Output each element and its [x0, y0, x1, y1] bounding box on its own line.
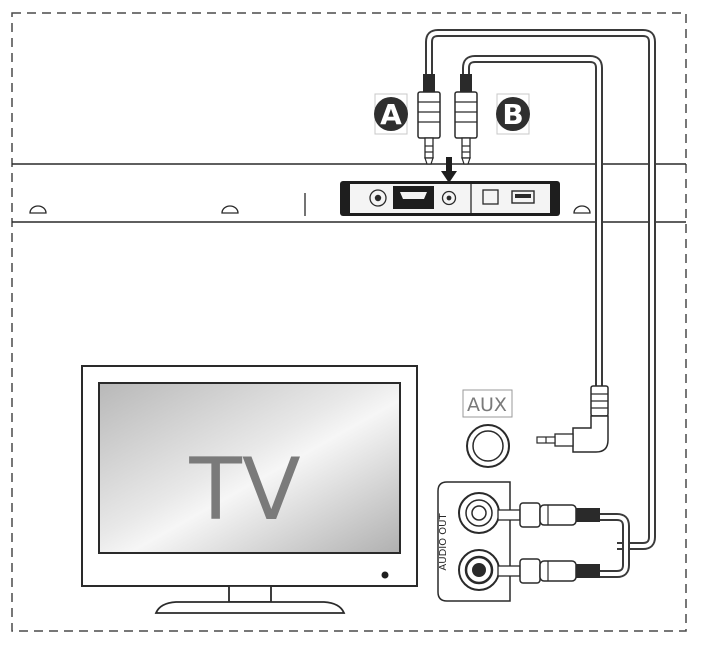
aux-label: AUX: [467, 394, 507, 416]
cable-b-inner: [464, 57, 601, 394]
aux-jack: [441, 190, 457, 206]
badge-b: B: [496, 93, 530, 135]
foot-left: [29, 205, 47, 214]
rca-y-cable-inner: [600, 515, 628, 576]
foot-middle: [221, 205, 239, 214]
connector-panel: [340, 181, 560, 216]
plug-b: [454, 74, 478, 165]
aux-input: AUX: [462, 389, 513, 468]
cable-a-inner: [427, 31, 654, 548]
insert-arrow-icon: [441, 157, 457, 183]
badge-b-label: B: [502, 98, 523, 131]
rca-y-cable-outer: [600, 513, 630, 578]
plug-a: [417, 74, 441, 165]
tv: TV: [81, 365, 418, 614]
cable-b-outer: [462, 55, 603, 394]
audio-out-label: AUDIO OUT: [438, 513, 449, 571]
optical-port: [482, 189, 499, 205]
badge-a-label: A: [380, 98, 402, 131]
tv-power-led: [381, 571, 389, 579]
dc-port: [369, 189, 387, 207]
tv-stand: [154, 601, 346, 614]
usb-port: [511, 190, 535, 204]
rca-plug-top: [497, 502, 600, 528]
aux-plug: [536, 385, 609, 453]
rca-plug-bottom: [497, 558, 600, 584]
foot-right: [573, 205, 591, 214]
audio-out-panel: AUDIO OUT: [437, 481, 511, 602]
tv-neck: [228, 585, 272, 603]
badge-a: A: [374, 93, 408, 135]
tv-screen: [98, 382, 401, 554]
soundbar: [12, 163, 686, 223]
tv-label: TV: [188, 440, 301, 540]
dashed-frame: [11, 12, 687, 632]
